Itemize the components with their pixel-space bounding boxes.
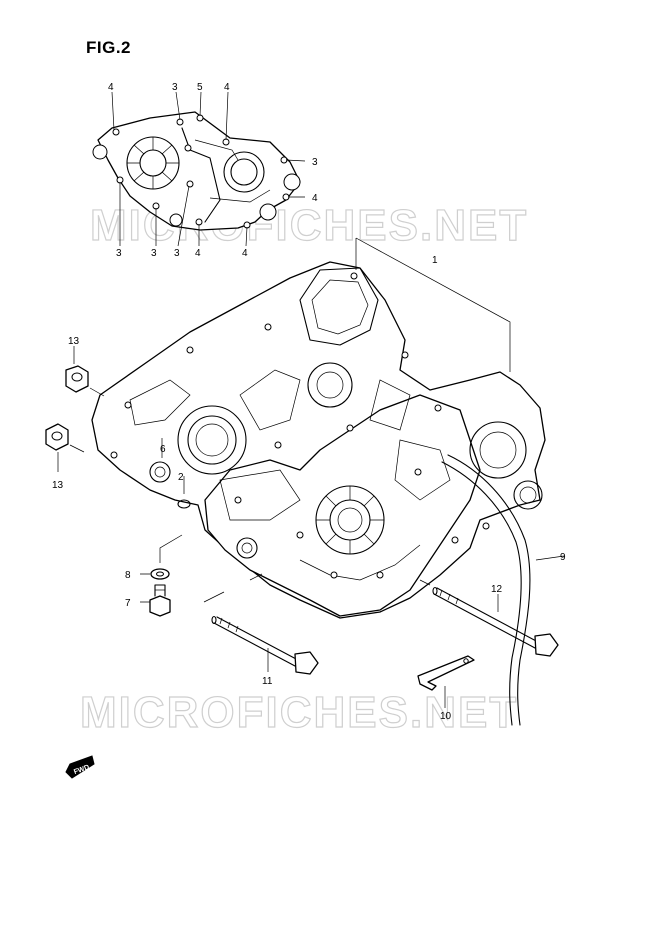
bolt-11 [211,615,319,675]
inset-callout-8: 3 [151,248,157,259]
inset-callout-4: 4 [224,82,230,93]
nut-13-upper [65,365,89,393]
inset-bolt-holes [112,114,290,229]
callout-breather-hose: 9 [560,552,566,563]
fwd-arrow-badge: FWD [65,755,95,779]
callout-bolt-12: 12 [491,584,503,595]
callout-bolt-7: 7 [125,598,131,609]
callout-nut-13-upper: 13 [68,336,80,347]
callout-washer-8: 8 [125,570,131,581]
inset-callout-5: 3 [312,157,318,168]
crankcase-assembly [91,237,546,619]
inset-callout-10: 4 [195,248,201,259]
inset-callout-9: 3 [174,248,180,259]
bolt-7 [149,584,171,617]
inset-callout-6: 4 [312,193,318,204]
washer-8 [150,568,170,580]
bolt-12 [432,586,559,657]
figure-title: FIG.2 [86,38,132,57]
inset-crankcase-view: 4 3 5 4 3 4 3 3 3 4 4 [92,82,318,259]
inset-callout-1: 4 [108,82,114,93]
callout-oil-seal: 6 [160,444,166,455]
case-bolt-holes [110,272,490,579]
nut-13-lower [45,423,69,451]
inset-callout-7: 3 [116,248,122,259]
callout-clamp: 10 [440,711,452,722]
inset-callout-11: 4 [242,248,248,259]
inset-callout-2: 3 [172,82,178,93]
clamp-10 [417,655,475,691]
inset-callout-3: 5 [197,82,203,93]
callout-bolt-11: 11 [262,676,273,687]
watermark-lower: MICROFICHES.NET [80,688,518,737]
callout-crankcase: 1 [432,255,438,266]
callout-nut-13-lower: 13 [52,480,64,491]
callout-dowel: 2 [178,472,184,483]
breather-hose [441,454,531,726]
